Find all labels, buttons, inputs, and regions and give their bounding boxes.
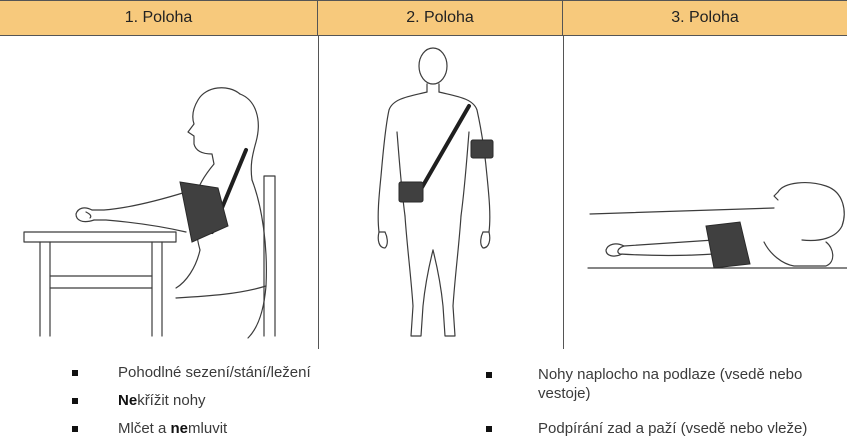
bullet-text: mluvit	[188, 420, 227, 437]
list-item: Pohodlné sezení/stání/ležení	[72, 363, 372, 391]
bullet-text: Podpírání zad a paží (vsedě nebo vleže)	[538, 419, 847, 438]
positions-table: 1. Poloha 2. Poloha 3. Poloha	[0, 0, 847, 349]
bullet-list-left: Pohodlné sezení/stání/ležení Nekřížit no…	[72, 363, 372, 447]
bullet-text: křížit nohy	[137, 392, 205, 409]
bullet-text: vestoje)	[538, 384, 847, 403]
square-bullet-icon	[486, 372, 492, 378]
header-position-1: 1. Poloha	[0, 0, 318, 36]
list-item: Nohy naplocho na podlaze (vsedě nebo ves…	[486, 365, 847, 419]
seated-person-icon	[0, 36, 318, 349]
square-bullet-icon	[72, 370, 78, 376]
lying-person-icon	[564, 36, 847, 349]
list-item: Mlčet a nemluvit	[72, 419, 372, 447]
square-bullet-icon	[72, 398, 78, 404]
list-item: Nekřížit nohy	[72, 391, 372, 419]
bullet-text-bold: ne	[171, 420, 189, 437]
bullet-text: Pohodlné sezení/stání/ležení	[118, 364, 311, 381]
square-bullet-icon	[72, 426, 78, 432]
standing-person-icon	[319, 36, 563, 349]
standing-illustration	[319, 36, 563, 349]
bullet-text: Nohy naplocho na podlaze (vsedě nebo	[538, 365, 847, 384]
bullet-list-right: Nohy naplocho na podlaze (vsedě nebo ves…	[486, 365, 847, 441]
seated-illustration	[0, 36, 318, 349]
lying-illustration	[564, 36, 847, 349]
header-position-2: 2. Poloha	[318, 0, 563, 36]
square-bullet-icon	[486, 426, 492, 432]
bullet-text-bold: Ne	[118, 392, 137, 409]
bullet-text: Mlčet a	[118, 420, 171, 437]
list-item: Podpírání zad a paží (vsedě nebo vleže)	[486, 419, 847, 441]
header-position-3: 3. Poloha	[563, 0, 847, 36]
